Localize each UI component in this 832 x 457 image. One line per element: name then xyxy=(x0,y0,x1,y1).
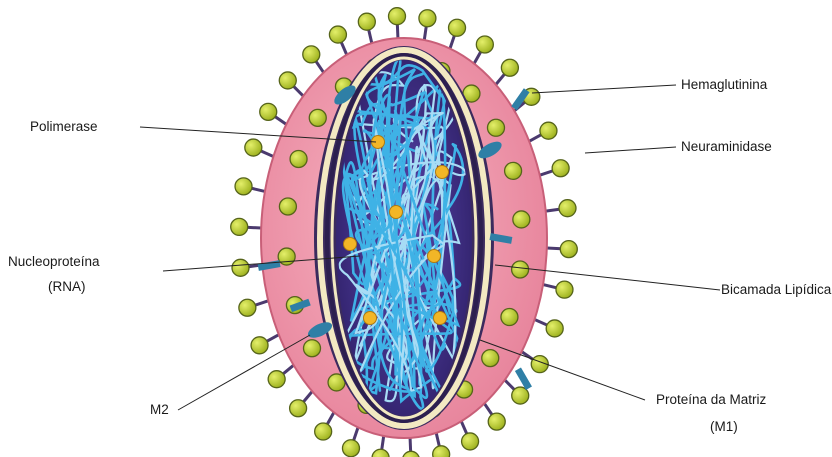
spike-head xyxy=(501,59,518,76)
spike-head xyxy=(559,200,576,217)
label-rna: (RNA) xyxy=(48,279,86,294)
leader-m2 xyxy=(178,335,310,410)
leader-hemaglutinina xyxy=(532,85,676,93)
spike-head xyxy=(462,433,479,450)
label-hemaglutinina: Hemaglutinina xyxy=(681,77,768,92)
spike-head xyxy=(488,413,505,430)
label-nucleoproteina: Nucleoproteína xyxy=(8,254,100,269)
spike-head xyxy=(290,400,307,417)
spike-head xyxy=(279,72,296,89)
spike-head xyxy=(540,122,557,139)
neuraminidase-stalk xyxy=(515,367,532,390)
polymerase-dot xyxy=(434,312,447,325)
spike-head xyxy=(389,8,406,25)
spike-head xyxy=(546,320,563,337)
spike-head xyxy=(268,371,285,388)
spike-head xyxy=(251,337,268,354)
spike-head-inner xyxy=(304,340,321,357)
label-matriz: Proteína da Matriz xyxy=(656,392,767,407)
spike-head xyxy=(232,259,249,276)
label-neuraminidase: Neuraminidase xyxy=(681,139,772,154)
leader-neuraminidase xyxy=(585,147,676,153)
polymerase-dot xyxy=(390,206,403,219)
spike-head-inner xyxy=(513,211,530,228)
spike-head xyxy=(419,10,436,27)
spike-head xyxy=(476,36,493,53)
polymerase-dot xyxy=(436,166,449,179)
spike-head xyxy=(329,26,346,43)
spike-head xyxy=(449,19,466,36)
spike-head-inner xyxy=(505,162,522,179)
polymerase-dot xyxy=(428,250,441,263)
spike-head xyxy=(260,103,277,120)
label-m2: M2 xyxy=(150,402,169,417)
spike-head-inner xyxy=(487,119,504,136)
spike-head xyxy=(231,218,248,235)
spike-head-inner xyxy=(501,309,518,326)
spike-head xyxy=(560,241,577,258)
spike-head xyxy=(235,178,252,195)
spike-head-inner xyxy=(309,109,326,126)
spike-head xyxy=(552,160,569,177)
spike-head xyxy=(433,446,450,457)
spike-head-inner xyxy=(512,261,529,278)
spike-head xyxy=(372,449,389,457)
spike-head xyxy=(315,423,332,440)
spike-head xyxy=(556,281,573,298)
spike-head-inner xyxy=(482,350,499,367)
polymerase-dot xyxy=(344,238,357,251)
label-bicamada: Bicamada Lipídica xyxy=(721,282,832,297)
spike-head xyxy=(402,451,419,457)
spike-head xyxy=(358,13,375,30)
spike-head xyxy=(342,440,359,457)
spike-head-inner xyxy=(279,198,296,215)
spike-head xyxy=(239,299,256,316)
spike-head xyxy=(245,139,262,156)
label-polimerase: Polimerase xyxy=(30,119,98,134)
spike-head xyxy=(303,46,320,63)
polymerase-dot xyxy=(364,312,377,325)
spike-head-inner xyxy=(290,150,307,167)
label-m1: (M1) xyxy=(710,419,738,434)
